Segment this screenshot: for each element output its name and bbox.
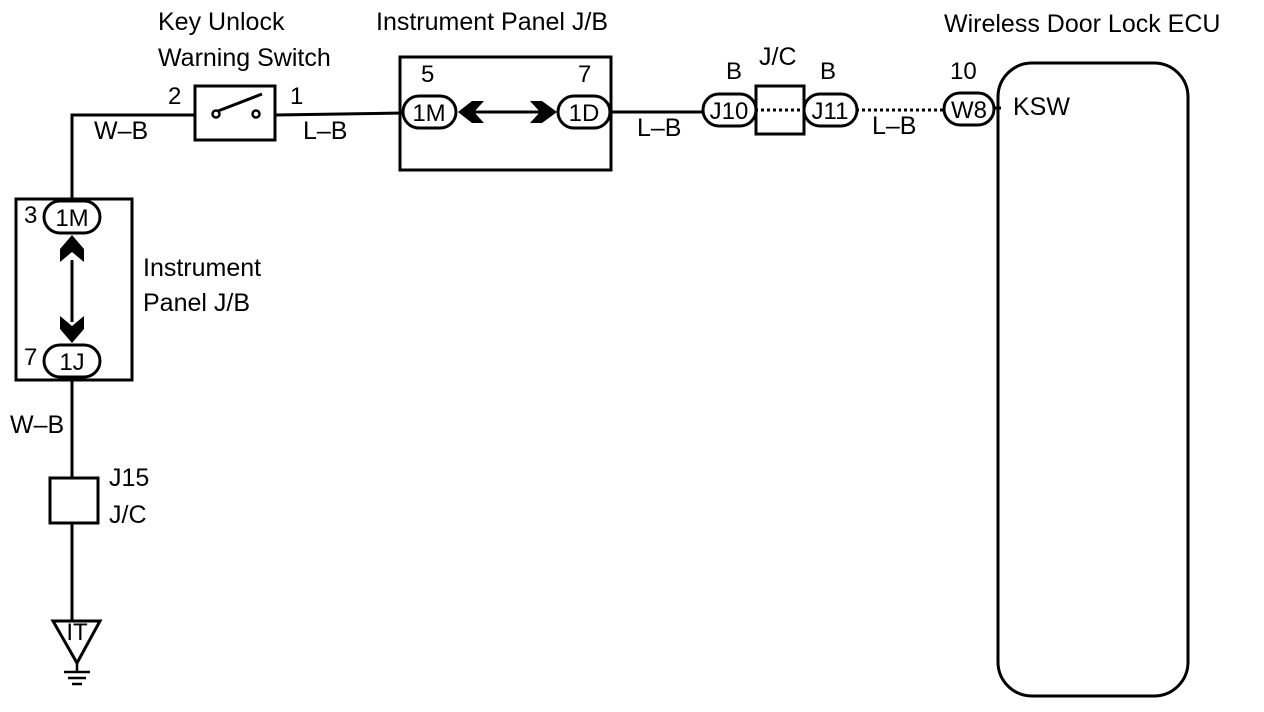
wireless-door-lock-ecu: Wireless Door Lock ECU 10 W8 KSW [942, 10, 1220, 698]
switch-lever [217, 92, 263, 113]
switch-title-line1: Key Unlock [158, 8, 285, 36]
switch-contact-right [251, 109, 261, 119]
jb-top-connector-right [556, 94, 612, 130]
jb-top-title: Instrument Panel J/B [376, 8, 608, 36]
jb-left-terminal-top-icon [60, 235, 84, 262]
jb-top-connector-left-label: 1M [412, 100, 445, 127]
wire-label-lb-jc: L–B [872, 112, 916, 140]
jc-top-pin-right: B [820, 58, 836, 85]
wire-label-wb-left: W–B [10, 411, 64, 439]
jb-left-box [14, 197, 134, 382]
jc-top-connector-right [802, 92, 859, 128]
switch-pin-left: 2 [168, 83, 181, 110]
switch-pin-right: 1 [290, 83, 303, 110]
jb-top-connector-left [401, 94, 458, 130]
wire-label-lb-jb: L–B [637, 114, 681, 142]
ground-label: IT [66, 619, 88, 646]
jb-left-connector-top-label: 1M [55, 205, 88, 232]
jb-left-connector-bottom [42, 343, 102, 379]
ecu-connector-label: W8 [951, 97, 987, 124]
jb-top-terminal-left-icon [458, 101, 484, 123]
wire-label-wb-top: W–B [94, 117, 148, 145]
jc-top-title: J/C [759, 43, 797, 71]
switch-contact-left [211, 109, 221, 119]
ecu-box [996, 61, 1190, 698]
wires [70, 106, 1001, 622]
ground-triangle [50, 619, 103, 667]
jc-bottom-title: J/C [109, 501, 147, 529]
jb-left-title-line1: Instrument [143, 254, 261, 282]
jb-left-pin-bottom: 7 [24, 344, 37, 371]
jc-bottom-id: J15 [109, 464, 149, 492]
wire-label-lb-switch: L–B [303, 117, 347, 145]
ecu-connector [942, 91, 996, 127]
ecu-terminal-ksw: KSW [1013, 93, 1070, 121]
jb-top-pin-left: 5 [421, 61, 434, 88]
ecu-pin: 10 [950, 58, 977, 85]
instrument-panel-jb-left: 3 7 1M 1J Instrument Panel J/B [14, 197, 261, 382]
key-unlock-warning-switch: Key Unlock Warning Switch 2 1 [158, 8, 331, 142]
junction-connector-top: J/C B B J10 J11 [701, 43, 859, 136]
wire-wb-top [70, 113, 195, 201]
jc-top-pin-left: B [726, 58, 742, 85]
jc-bottom-box [48, 476, 100, 525]
jb-left-connector-bottom-label: 1J [59, 349, 84, 376]
ecu-title: Wireless Door Lock ECU [944, 10, 1220, 38]
jc-top-connector-left [701, 92, 758, 128]
jb-left-connector-top [42, 199, 102, 235]
jc-top-connector-left-label: J10 [710, 98, 749, 125]
jb-top-pin-right: 7 [578, 61, 591, 88]
junction-connector-bottom: J15 J/C [48, 464, 149, 529]
instrument-panel-jb-top: Instrument Panel J/B 5 7 1M 1D [376, 8, 613, 172]
jc-top-connector-right-label: J11 [812, 98, 849, 125]
jb-left-terminal-bottom-icon [60, 316, 84, 343]
jb-top-terminal-right-icon [530, 101, 557, 123]
jb-left-title-line2: Panel J/B [143, 289, 250, 317]
switch-title-line2: Warning Switch [158, 44, 331, 72]
jb-top-connector-right-label: 1D [569, 100, 600, 127]
wire-labels: W–B L–B L–B L–B W–B [10, 112, 916, 439]
switch-box [193, 84, 277, 142]
wire-lb-switch-to-jb [274, 111, 404, 117]
jb-left-pin-top: 3 [24, 202, 37, 229]
ground-point: IT [50, 619, 103, 686]
